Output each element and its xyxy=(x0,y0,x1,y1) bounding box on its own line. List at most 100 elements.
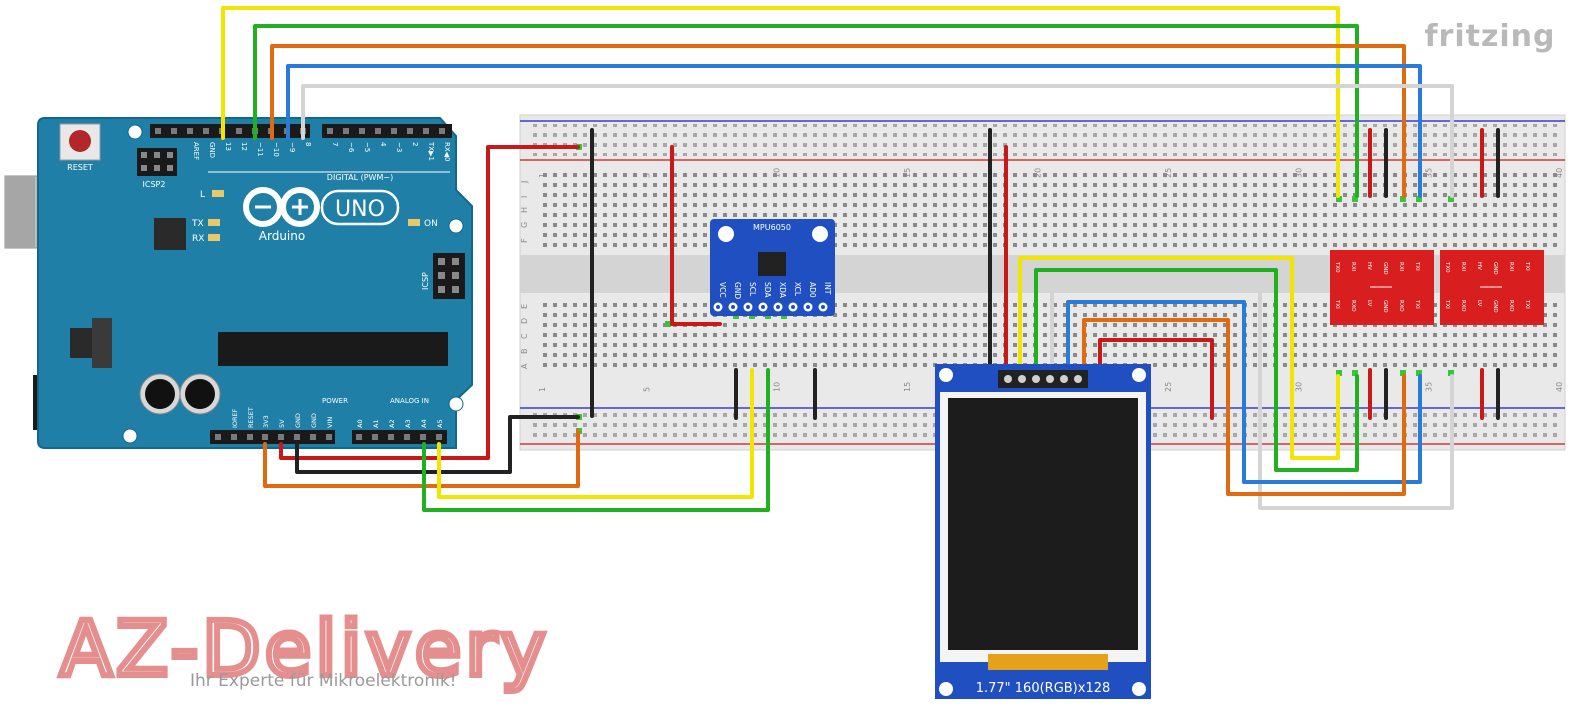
top-pin-label: ~3 xyxy=(395,142,403,152)
bottom-pin-label: A5 xyxy=(436,419,444,428)
top-pin-label: TX▶1 xyxy=(427,141,435,161)
level-shifter-pin-label: RXI xyxy=(1508,262,1514,272)
wire-yellow-pin13 xyxy=(221,6,1340,198)
breadboard-column-number: 20 xyxy=(1034,168,1043,178)
bottom-pin-label: A2 xyxy=(388,419,396,428)
wire-orange-3v3 xyxy=(263,429,580,488)
breadboard-row-letter: C xyxy=(520,333,529,339)
top-pin-label: 7 xyxy=(331,142,339,146)
mpu-pin-label: XCL xyxy=(793,282,802,297)
level-shifter-pin-label: LV xyxy=(1366,300,1372,306)
bottom-pin-label: A0 xyxy=(356,419,364,428)
wire-black-gnd xyxy=(295,415,580,474)
wire-red-5v xyxy=(279,145,580,460)
mpu-pin-label: AD0 xyxy=(808,282,817,298)
breadboard-row-letter: F xyxy=(520,238,529,243)
level-shifter-pin-label: LV xyxy=(1476,300,1482,306)
breadboard-row-letter: E xyxy=(520,304,529,309)
level-shifter-pin-label: HV xyxy=(1366,262,1372,270)
breadboard-column-number: 5 xyxy=(642,173,651,178)
top-pin-label: RX◀0 xyxy=(443,142,451,162)
level-shifter-pin-label: TXI xyxy=(1524,299,1530,309)
on-led-label: ON xyxy=(424,219,438,229)
bottom-pin-label: IOREF xyxy=(231,408,239,428)
mpu-pin-label: XDA xyxy=(778,282,787,299)
wire-yellow-tft xyxy=(1018,256,1340,460)
top-pin-label: 4 xyxy=(379,142,387,147)
tx-led-label: TX xyxy=(191,219,204,229)
bottom-pin-label: VIN xyxy=(326,417,334,428)
top-pin-label: ~6 xyxy=(347,142,355,153)
breadboard-column-number: 15 xyxy=(903,168,912,178)
top-pin-label: GND xyxy=(208,142,216,158)
power-header-label: POWER xyxy=(322,397,348,405)
power-header xyxy=(210,430,335,444)
top-pin-label: ~5 xyxy=(363,142,371,152)
top-pin-label: 8 xyxy=(304,142,312,146)
breadboard-column-number: 10 xyxy=(773,382,782,392)
breadboard-column-number: 5 xyxy=(642,387,651,392)
breadboard-column-number: 30 xyxy=(1294,168,1303,178)
wire-green-tft xyxy=(1034,268,1359,472)
breadboard-row-letter: J xyxy=(520,181,529,184)
level-shifter-pin-label: TX0 xyxy=(1334,261,1340,273)
wire-yellow-a5 xyxy=(437,368,754,499)
az-brand: AZ-Delivery xyxy=(60,604,550,693)
tft-display-module: 1.77" 160(RGB)x128 xyxy=(935,364,1151,699)
wire-green-pin12 xyxy=(253,24,1359,198)
fritzing-watermark: fritzing xyxy=(1424,19,1555,54)
bottom-pin-label: A1 xyxy=(372,419,380,428)
level-shifter-pin-label: TX0 xyxy=(1444,261,1450,273)
rx-led-label: RX xyxy=(192,234,204,244)
top-pin-label: 2 xyxy=(411,142,419,146)
breadboard-column-number: 35 xyxy=(1425,168,1434,178)
level-shifter-pin-label: TXI xyxy=(1414,299,1420,309)
bottom-pin-label: A4 xyxy=(420,419,428,428)
top-pin-label: ~9 xyxy=(288,142,296,152)
breadboard-row-letter: G xyxy=(520,222,529,228)
icsp2-label: ICSP2 xyxy=(143,180,166,189)
level-shifter-pin-label: RXO xyxy=(1398,300,1404,312)
tft-screen xyxy=(948,398,1138,650)
mpu-pin-label: SDA xyxy=(763,282,772,298)
level-shifter-pin-label: TXI xyxy=(1414,261,1420,271)
level-shifter-pin-label: RXI xyxy=(1460,262,1466,272)
wire-blue-pin10 xyxy=(286,64,1422,198)
az-tagline: Ihr Experte für Mikroelektronik! xyxy=(190,671,456,691)
top-pin-label: ~10 xyxy=(272,142,280,157)
wire-blue-tft xyxy=(1066,300,1422,484)
level-shifter-pin-label: RXI xyxy=(1398,262,1404,272)
bottom-pin-label: GND xyxy=(294,413,302,428)
level-shifter-pin-label: TXI xyxy=(1444,299,1450,309)
mpu-pin-label: GND xyxy=(733,282,742,299)
bottom-pin-label: RESET xyxy=(247,407,255,428)
icsp-header xyxy=(433,253,465,299)
breadboard-row-letter: I xyxy=(520,196,529,198)
breadboard-row-letter: H xyxy=(520,207,529,213)
breadboard-column-number: 25 xyxy=(1164,168,1173,178)
level-shifter-pin-label: TXI xyxy=(1334,299,1340,309)
level-shifter-pin-label: GND xyxy=(1492,262,1498,275)
breadboard-column-number: 35 xyxy=(1425,382,1434,392)
atmega-chip xyxy=(218,332,448,366)
level-shifter-pin-label: RXI xyxy=(1350,262,1356,272)
level-shifter-pin-label: HV xyxy=(1476,262,1482,270)
digital-header-label: DIGITAL (PWM~) xyxy=(327,173,393,182)
level-shifter-pin-label: TXI xyxy=(1524,261,1530,271)
bottom-pin-label: 5V xyxy=(278,419,286,428)
breadboard-column-number: 40 xyxy=(1555,382,1564,392)
reset-label: RESET xyxy=(67,163,93,172)
top-pin-label: 12 xyxy=(240,142,248,151)
analog-header-label: ANALOG IN xyxy=(390,397,429,405)
mpu-pin-label: INT xyxy=(823,282,832,295)
az-delivery-logo: AZ-Delivery Ihr Experte für Mikroelektro… xyxy=(57,601,550,696)
top-pin-label: ~11 xyxy=(256,142,264,157)
wire-orange-pin11 xyxy=(270,44,1406,198)
breadboard-column-number: 25 xyxy=(1164,382,1173,392)
breadboard-column-number: 40 xyxy=(1555,168,1564,178)
wire-red-mpu-vcc xyxy=(670,145,722,326)
